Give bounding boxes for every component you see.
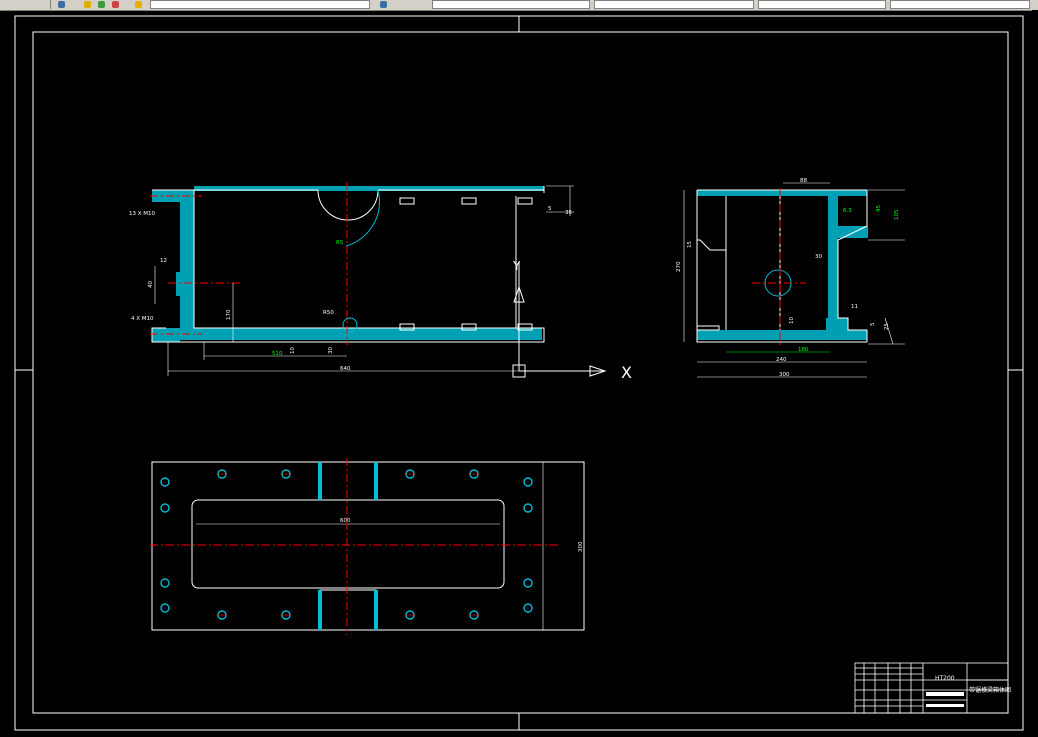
layer-icon[interactable] [84,1,91,8]
arc-label: R5 [336,240,344,246]
right-edge [1032,10,1038,737]
dim-base-thk-b: 30 [328,347,334,354]
axis-y-label: Y [512,259,521,273]
snap-icon[interactable] [112,1,119,8]
dim-right-a: 45 [876,205,882,212]
plan-bosses [318,462,378,630]
dim-plan-width: 300 [578,541,584,552]
plan-view: 600 300 [150,458,585,635]
dim-right-tol: 6.3 [843,208,852,214]
cad-toolbar [0,0,1038,11]
layer-state-icon[interactable] [135,1,142,8]
toolbar-left-group [0,0,51,9]
plan-hole-crosses [216,473,480,616]
plan-dimension-text: 600 300 [340,518,584,552]
layer-prev-icon[interactable] [380,1,387,8]
side-dimension-lines [683,182,905,378]
plan-center-lines [150,458,560,635]
title-material: HT200 [935,675,955,682]
dim-right-b: 105 [894,209,900,220]
title-block: HT200 带锯横梁箱体图 [854,662,1011,714]
linetype-dropdown[interactable] [594,0,754,9]
dim-overall-width: 300 [779,372,790,378]
front-view-outline [151,186,545,343]
upper-holes-note: 13 X M10 [129,211,156,217]
rib-note: 30 [815,254,822,260]
front-view-hatch [152,186,544,342]
side-view: 88 270 240 180 300 15 30 45 105 6.3 10 1… [676,178,905,378]
drawing-frame [14,15,1024,731]
front-dimension-lines [154,185,574,376]
lower-holes-note: 4 X M10 [131,316,154,322]
dim-base-thk-a: 10 [290,347,296,354]
color-dropdown[interactable] [432,0,590,9]
side-dimension-text: 88 270 240 180 300 15 30 45 105 6.3 10 1… [676,178,900,378]
dim-foot-b: 11 [851,304,858,310]
properties-icon[interactable] [98,1,105,8]
side-center-lines [752,188,806,345]
dim-top-right-a: 5 [548,206,552,212]
dim-foot-d: 25 [884,323,890,330]
dim-lip-a: 15 [687,241,693,248]
dim-overall-height: 270 [676,261,682,272]
front-center-lines [150,182,348,345]
dim-overall-length: 640 [340,366,351,372]
plotstyle-dropdown[interactable] [890,0,1030,9]
dim-inner-length: 600 [340,518,351,524]
dim-bore-dia: R50 [323,310,334,316]
dim-base-width: 180 [798,347,809,353]
front-view: 640 510 170 10 30 R50 40 12 5 35 13 X M1… [129,182,632,382]
dim-hole-size: 40 [148,281,154,288]
dim-foot-a: 10 [789,317,795,324]
plan-view-outline [151,461,585,631]
ucs-icon: X Y [512,259,632,382]
axis-x-label: X [621,363,632,382]
layer-dropdown[interactable] [150,0,370,9]
lineweight-dropdown[interactable] [758,0,886,9]
dim-foot-c: 5 [870,322,876,326]
dim-left-height: 170 [226,309,232,320]
title-part-name: 带锯横梁箱体图 [969,686,1011,694]
front-dimension-text: 640 510 170 10 30 R50 40 12 5 35 13 X M1… [129,206,572,372]
dim-inner-width: 240 [776,357,787,363]
dim-top-right-b: 35 [565,210,572,216]
dim-base-span: 510 [272,351,283,357]
back-icon[interactable] [58,1,65,8]
dim-top-width: 88 [800,178,807,184]
dim-hole-off: 12 [160,258,167,264]
